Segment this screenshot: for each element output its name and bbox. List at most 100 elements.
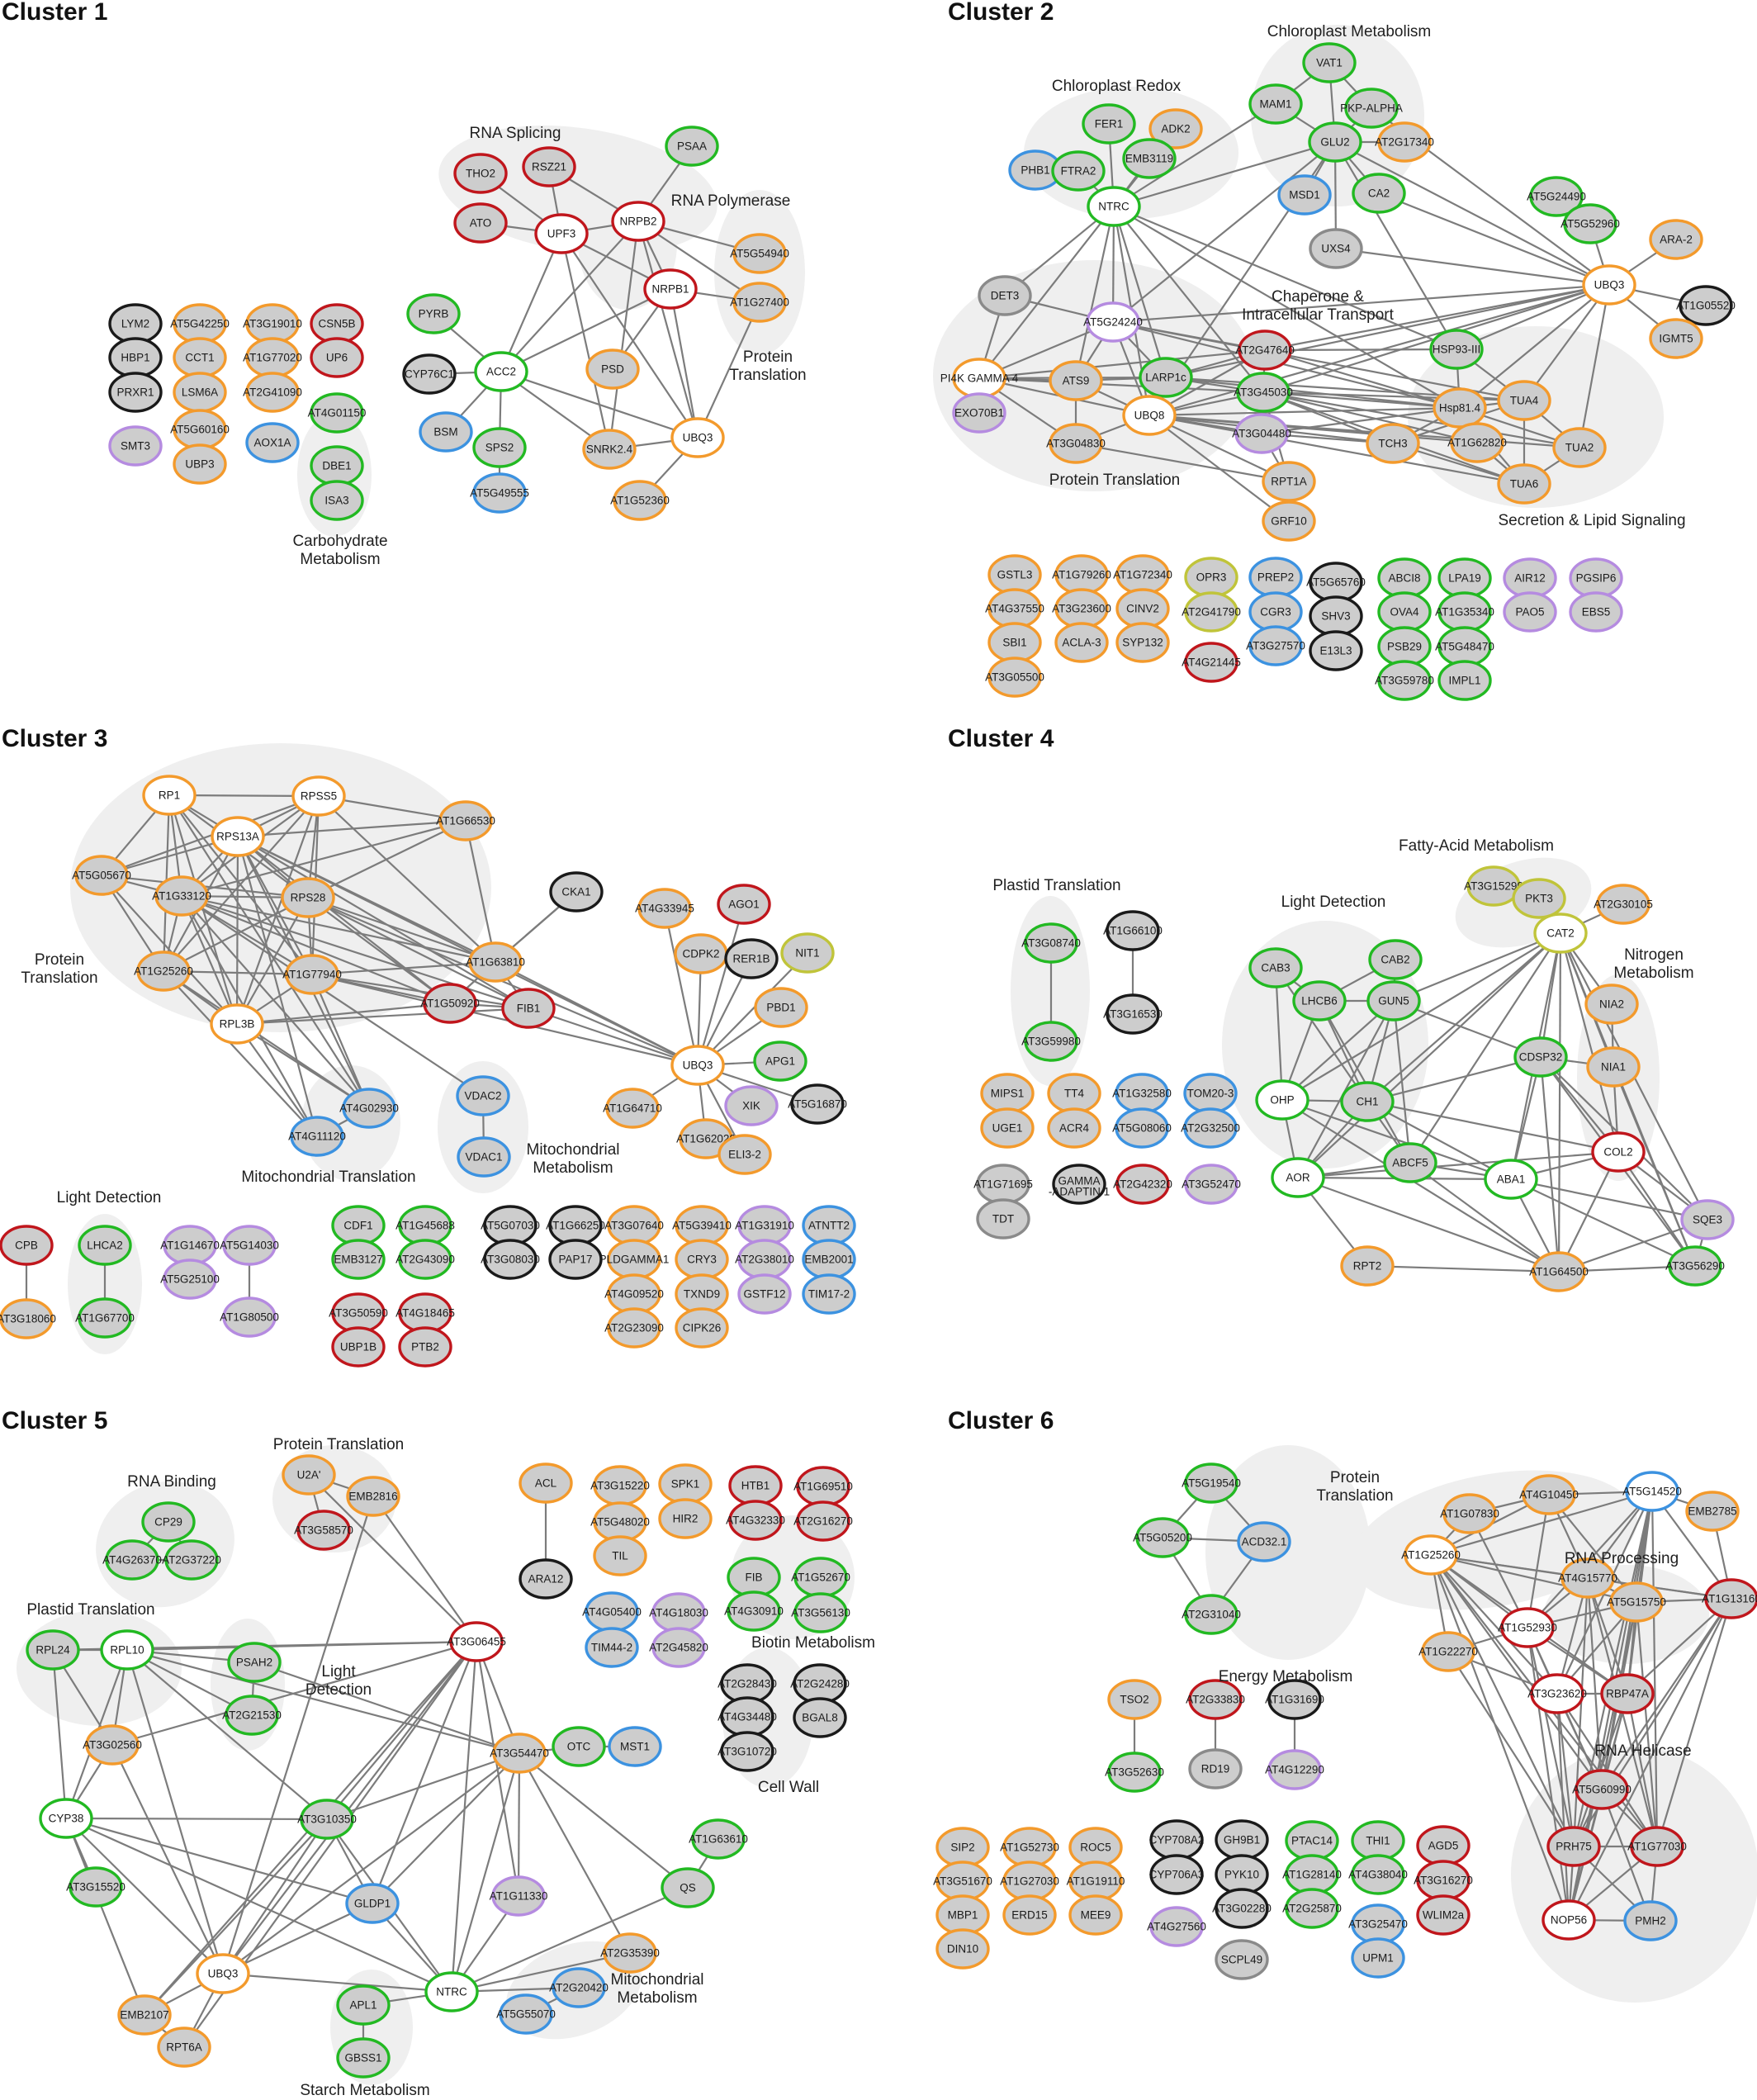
gene-node-at1g66530[interactable]: AT1G66530: [436, 800, 495, 841]
gene-node-qs[interactable]: QS: [661, 1867, 715, 1908]
gene-node-erd15[interactable]: ERD15: [1002, 1894, 1057, 1936]
gene-node-at5g39410[interactable]: AT5G39410: [672, 1205, 732, 1246]
gene-node-at3g59780[interactable]: AT3G59780: [1375, 660, 1434, 701]
gene-node-tua4[interactable]: TUA4: [1497, 380, 1551, 421]
gene-node-ch1[interactable]: CH1: [1340, 1081, 1395, 1122]
gene-node-apg1[interactable]: APG1: [753, 1041, 807, 1082]
gene-node-at2g32500[interactable]: AT2G32500: [1181, 1107, 1240, 1149]
gene-node-rpl10[interactable]: RPL10: [100, 1629, 154, 1671]
gene-node-at5g08060[interactable]: AT5G08060: [1112, 1107, 1172, 1149]
gene-node-at2g17340[interactable]: AT2G17340: [1375, 121, 1434, 163]
gene-node-smt3[interactable]: SMT3: [108, 425, 163, 467]
gene-node-gstl3[interactable]: GSTL3: [987, 554, 1042, 595]
gene-node-at4g09520[interactable]: AT4G09520: [604, 1273, 664, 1315]
gene-node-bsm[interactable]: BSM: [419, 411, 473, 453]
gene-node-up6[interactable]: UP6: [310, 337, 364, 378]
gene-node-at1g72340[interactable]: AT1G72340: [1113, 554, 1172, 595]
gene-node-at3g27570[interactable]: AT3G27570: [1246, 625, 1305, 666]
gene-node-acla-3[interactable]: ACLA-3: [1054, 622, 1109, 663]
gene-node-at1g28140[interactable]: AT1G28140: [1282, 1854, 1342, 1895]
gene-node-at1g52930[interactable]: AT1G52930: [1498, 1607, 1557, 1648]
gene-node-at1g22270[interactable]: AT1G22270: [1418, 1631, 1478, 1672]
gene-node-cat2[interactable]: CAT2: [1533, 913, 1588, 954]
gene-node-at1g27400[interactable]: AT1G27400: [730, 282, 789, 323]
gene-node-rer1b[interactable]: RER1B: [724, 938, 779, 979]
gene-node-at3g25470[interactable]: AT3G25470: [1348, 1903, 1408, 1945]
gene-node-cipk26[interactable]: CIPK26: [675, 1307, 729, 1349]
gene-node-cab2[interactable]: CAB2: [1368, 939, 1423, 980]
gene-node-igmt5[interactable]: IGMT5: [1649, 318, 1703, 359]
gene-node-psb29[interactable]: PSB29: [1377, 626, 1432, 667]
gene-node-upm1[interactable]: UPM1: [1351, 1937, 1405, 1979]
gene-node-pmh2[interactable]: PMH2: [1623, 1900, 1678, 1941]
gene-node-agd5[interactable]: AGD5: [1416, 1825, 1470, 1866]
gene-node-aba1[interactable]: ABA1: [1484, 1159, 1538, 1200]
gene-node-at1g31690[interactable]: AT1G31690: [1265, 1679, 1324, 1720]
gene-node-xik[interactable]: XIK: [724, 1085, 779, 1126]
gene-node-acd32-1[interactable]: ACD32.1: [1237, 1521, 1291, 1562]
gene-node-ebs5[interactable]: EBS5: [1569, 591, 1623, 633]
gene-node-spk1[interactable]: SPK1: [658, 1463, 713, 1505]
gene-node-rbp47a[interactable]: RBP47A: [1600, 1673, 1655, 1714]
gene-node-ova4[interactable]: OVA4: [1377, 591, 1432, 633]
gene-node-cka1[interactable]: CKA1: [549, 871, 604, 913]
gene-node-at2g28430[interactable]: AT2G28430: [717, 1663, 777, 1704]
gene-node-htb1[interactable]: HTB1: [728, 1465, 783, 1506]
gene-node-at5g48470[interactable]: AT5G48470: [1435, 626, 1494, 667]
gene-node-rpl24[interactable]: RPL24: [26, 1629, 80, 1671]
gene-node-at5g05200[interactable]: AT5G05200: [1133, 1517, 1192, 1558]
gene-node-bgal8[interactable]: BGAL8: [793, 1697, 847, 1738]
gene-node-at4g21445[interactable]: AT4G21445: [1182, 642, 1241, 683]
gene-node-col2[interactable]: COL2: [1591, 1131, 1646, 1173]
gene-node-pap17[interactable]: PAP17: [548, 1239, 603, 1280]
gene-node-sbi1[interactable]: SBI1: [987, 622, 1042, 663]
gene-node-adk2[interactable]: ADK2: [1148, 108, 1203, 149]
gene-node-at1g71695[interactable]: AT1G71695: [973, 1164, 1033, 1205]
gene-node-at3g08030[interactable]: AT3G08030: [481, 1239, 540, 1280]
gene-node-at5g55070[interactable]: AT5G55070: [496, 1993, 556, 2035]
gene-node-at5g60990[interactable]: AT5G60990: [1572, 1769, 1632, 1810]
gene-node-sps2[interactable]: SPS2: [472, 427, 527, 468]
gene-node-cyp706a3[interactable]: CYP706A3: [1149, 1854, 1205, 1895]
gene-node-at1g13160[interactable]: AT1G13160: [1702, 1578, 1757, 1619]
gene-node-at3g56130[interactable]: AT3G56130: [791, 1592, 850, 1633]
gene-node-emb2107[interactable]: EMB2107: [117, 1994, 172, 2036]
gene-node-impl1[interactable]: IMPL1: [1437, 660, 1492, 701]
gene-node-at1g50920[interactable]: AT1G50920: [420, 983, 480, 1024]
gene-node-ara-2[interactable]: ARA-2: [1649, 219, 1703, 260]
gene-node-at5g16870[interactable]: AT5G16870: [788, 1083, 847, 1125]
gene-node-abci8[interactable]: ABCI8: [1377, 557, 1432, 599]
gene-node-cab3[interactable]: CAB3: [1248, 947, 1303, 988]
gene-node-at2g33830[interactable]: AT2G33830: [1186, 1679, 1245, 1720]
gene-node-din10[interactable]: DIN10: [935, 1928, 990, 1970]
gene-node-ubq3[interactable]: UBQ3: [670, 1045, 725, 1086]
gene-node-sqe3[interactable]: SQE3: [1680, 1199, 1735, 1240]
gene-node-rps28[interactable]: RPS28: [281, 877, 335, 918]
gene-node-at3g51670[interactable]: AT3G51670: [933, 1861, 992, 1902]
gene-node-at1g66100[interactable]: AT1G66100: [1103, 910, 1163, 951]
gene-node-at5g48020[interactable]: AT5G48020: [590, 1501, 650, 1543]
gene-node-aor[interactable]: AOR: [1271, 1157, 1325, 1198]
gene-node-at4g12290[interactable]: AT4G12290: [1265, 1749, 1324, 1790]
gene-node-at5g52960[interactable]: AT5G52960: [1560, 203, 1620, 244]
gene-node-at5g07030[interactable]: AT5G07030: [481, 1205, 540, 1246]
gene-node-at1g52730[interactable]: AT1G52730: [1000, 1827, 1059, 1868]
gene-node-at1g79260[interactable]: AT1G79260: [1052, 554, 1111, 595]
gene-node-cct1[interactable]: CCT1: [173, 337, 227, 378]
gene-node-at3g16530[interactable]: AT3G16530: [1103, 993, 1163, 1035]
gene-node-cdpk2[interactable]: CDPK2: [674, 933, 728, 974]
gene-node-psd[interactable]: PSD: [585, 348, 640, 390]
gene-node-at3g15220[interactable]: AT3G15220: [590, 1465, 650, 1506]
gene-node-at3g04480[interactable]: AT3G04480: [1232, 413, 1291, 454]
gene-node-ubq3[interactable]: UBQ3: [196, 1953, 250, 1994]
gene-node-at3g23600[interactable]: AT3G23600: [1052, 588, 1111, 629]
gene-node-at1g77940[interactable]: AT1G77940: [282, 954, 342, 995]
gene-node-aox1a[interactable]: AOX1A: [245, 422, 300, 463]
gene-node-at1g64710[interactable]: AT1G64710: [603, 1088, 662, 1129]
gene-node-cyp708a2[interactable]: CYP708A2: [1149, 1819, 1205, 1861]
gene-node-hsp93-iii[interactable]: HSP93-III: [1429, 329, 1484, 370]
gene-node-rpt1a[interactable]: RPT1A: [1262, 461, 1316, 502]
gene-node-at3g15520[interactable]: AT3G15520: [66, 1866, 126, 1908]
gene-node-at4g37550[interactable]: AT4G37550: [985, 588, 1044, 629]
gene-node-abcf5[interactable]: ABCF5: [1383, 1142, 1437, 1183]
